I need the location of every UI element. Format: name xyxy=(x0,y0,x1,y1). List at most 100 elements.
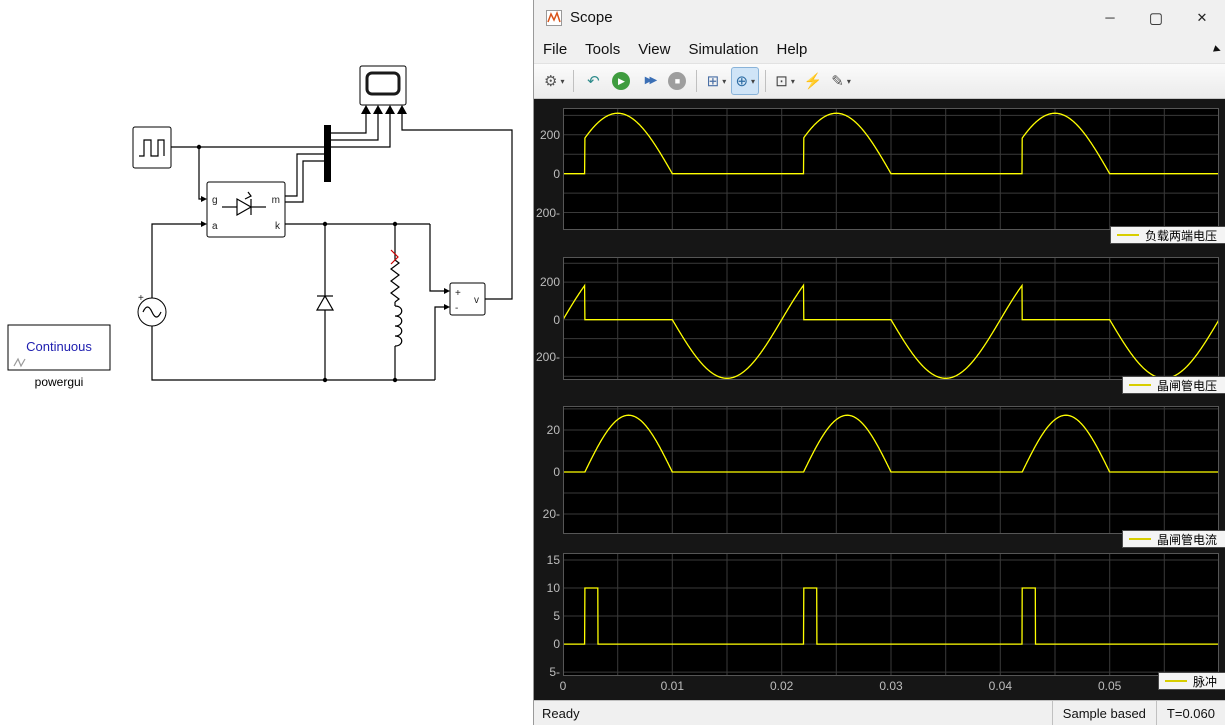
thyristor-symbol-icon xyxy=(222,191,266,217)
legend-label: 脉冲 xyxy=(1192,674,1217,689)
toolbar-separator xyxy=(765,70,767,92)
minimize-button[interactable]: ─ xyxy=(1087,0,1133,35)
menu-view[interactable]: View xyxy=(638,40,671,58)
powergui-block[interactable]: Continuous xyxy=(7,324,111,371)
maximize-button[interactable]: ▢ xyxy=(1133,0,1179,35)
port-label-m: m xyxy=(272,195,280,206)
legend-thyristor-current[interactable]: 晶闸管电流 xyxy=(1121,530,1225,548)
vm-out-label: v xyxy=(474,295,479,306)
menubar: File Tools View Simulation Help ▶ xyxy=(534,35,1225,63)
vm-plus-label: + xyxy=(455,288,461,299)
cursor-measurements-button[interactable]: ⊕▾ xyxy=(731,67,760,95)
layout-button[interactable]: ⊞▾ xyxy=(703,67,729,95)
ac-voltage-source-block[interactable]: + xyxy=(137,293,167,327)
thyristor-block[interactable]: g m a k xyxy=(206,181,286,238)
x-tick-label: 0.04 xyxy=(988,679,1012,693)
diode-block[interactable] xyxy=(315,294,335,311)
legend-line-icon xyxy=(1164,680,1187,682)
plot-thyristor-voltage xyxy=(563,257,1219,380)
port-label-g: g xyxy=(212,195,218,206)
dropdown-caret-icon: ▾ xyxy=(560,76,565,86)
highlight-source-icon: ↶ xyxy=(587,72,600,90)
dropdown-caret-icon: ▾ xyxy=(722,76,727,86)
cursor-measurements-icon: ⊕ xyxy=(735,72,749,90)
simulink-canvas: g m a k + xyxy=(0,0,533,725)
layout-icon: ⊞ xyxy=(706,72,720,90)
menu-tools[interactable]: Tools xyxy=(585,40,621,58)
legend-pulse[interactable]: 脉冲 xyxy=(1157,672,1225,690)
menu-simulation[interactable]: Simulation xyxy=(688,40,759,58)
style-brush-icon: ✎ xyxy=(831,72,844,90)
status-ready: Ready xyxy=(542,705,580,721)
span-zoom-icon: ⊡ xyxy=(775,72,788,90)
voltage-measurement-block[interactable]: + - v xyxy=(449,282,486,316)
titlebar[interactable]: Scope ─ ▢ ✕ xyxy=(534,0,1225,35)
window-title: Scope xyxy=(570,9,613,26)
run-icon: ▶ xyxy=(612,72,631,90)
scope-window: Scope ─ ▢ ✕ File Tools View Simulation H… xyxy=(533,0,1225,725)
powergui-name-label: powergui xyxy=(35,375,84,389)
run-button[interactable]: ▶ xyxy=(608,67,634,95)
vm-minus-label: - xyxy=(455,303,458,314)
legend-label: 负载两端电压 xyxy=(1144,228,1217,243)
highlight-source-button[interactable]: ↶ xyxy=(580,67,606,95)
source-plus-label: + xyxy=(138,293,144,304)
step-forward-button[interactable]: ▶▶ xyxy=(636,67,662,95)
legend-line-icon xyxy=(1116,234,1139,236)
settings-icon: ⚙ xyxy=(544,72,558,90)
rl-load-block[interactable] xyxy=(390,249,403,347)
style-brush-button[interactable]: ✎▾ xyxy=(828,67,854,95)
plot-thyristor-current xyxy=(563,406,1219,534)
resistor-icon xyxy=(390,259,400,303)
powergui-mode-label: Continuous xyxy=(26,339,92,354)
stop-icon: ■ xyxy=(668,72,687,90)
status-sample-mode: Sample based xyxy=(1051,701,1156,725)
scope-block[interactable] xyxy=(359,65,407,114)
settings-button[interactable]: ⚙▾ xyxy=(541,67,567,95)
pulse-generator-block[interactable] xyxy=(132,126,172,169)
current-arrow-icon xyxy=(390,249,399,265)
trigger-button[interactable]: ⚡ xyxy=(800,67,826,95)
x-tick-label: 0.01 xyxy=(660,679,684,693)
powergui-icon xyxy=(13,357,26,368)
scope-toolbar: ⚙▾↶▶▶▶■⊞▾⊕▾⊡▾⚡✎▾ xyxy=(534,63,1225,99)
toolbar-separator xyxy=(573,70,575,92)
legend-line-icon xyxy=(1128,384,1151,386)
dropdown-caret-icon: ▾ xyxy=(846,76,851,86)
x-tick-label: 0 xyxy=(559,679,567,693)
dropdown-caret-icon: ▾ xyxy=(751,76,756,86)
statusbar: Ready Sample based T=0.060 xyxy=(534,700,1225,725)
scope-screen-icon xyxy=(365,71,401,96)
trigger-icon: ⚡ xyxy=(803,72,823,90)
legend-label: 晶闸管电流 xyxy=(1156,532,1217,547)
menu-help[interactable]: Help xyxy=(776,40,808,58)
legend-load-voltage[interactable]: 负载两端电压 xyxy=(1109,226,1225,244)
x-tick-label: 0.02 xyxy=(769,679,794,693)
legend-line-icon xyxy=(1128,538,1151,540)
legend-thyristor-voltage[interactable]: 晶闸管电压 xyxy=(1121,376,1225,394)
span-zoom-button[interactable]: ⊡▾ xyxy=(772,67,798,95)
dropdown-caret-icon: ▾ xyxy=(790,76,795,86)
menu-file[interactable]: File xyxy=(543,40,568,58)
inductor-icon xyxy=(394,305,403,347)
minimize-icon: ─ xyxy=(1105,10,1115,25)
step-forward-icon: ▶▶ xyxy=(644,75,658,86)
menu-overflow-icon[interactable]: ▶ xyxy=(1212,42,1223,55)
plot-pulse xyxy=(563,553,1219,676)
diode-symbol-icon xyxy=(315,294,335,311)
sine-icon xyxy=(142,306,162,318)
close-button[interactable]: ✕ xyxy=(1179,0,1225,35)
pulse-waveform-icon xyxy=(139,139,165,157)
plot-load-voltage xyxy=(563,108,1219,230)
scope-window-icon xyxy=(546,9,562,26)
stop-button[interactable]: ■ xyxy=(664,67,690,95)
demux-block[interactable] xyxy=(324,125,331,182)
